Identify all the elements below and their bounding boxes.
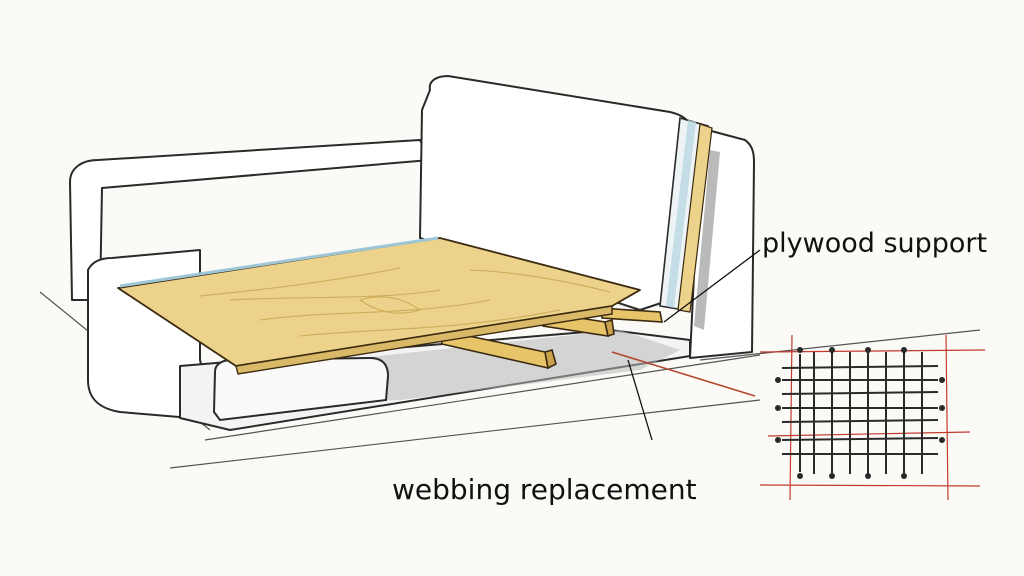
- webbing-replacement-label: webbing replacement: [392, 473, 697, 506]
- front-cushion: [212, 356, 390, 422]
- plywood-leader-line: [663, 249, 761, 323]
- plywood-board: [117, 236, 641, 375]
- webbing-leader-line: [627, 359, 653, 441]
- webbing-detail-inset: [759, 334, 986, 501]
- back-side-edge: [659, 116, 720, 330]
- plywood-support-label: plywood support: [762, 228, 988, 259]
- webbing-pointer-line: [611, 351, 756, 397]
